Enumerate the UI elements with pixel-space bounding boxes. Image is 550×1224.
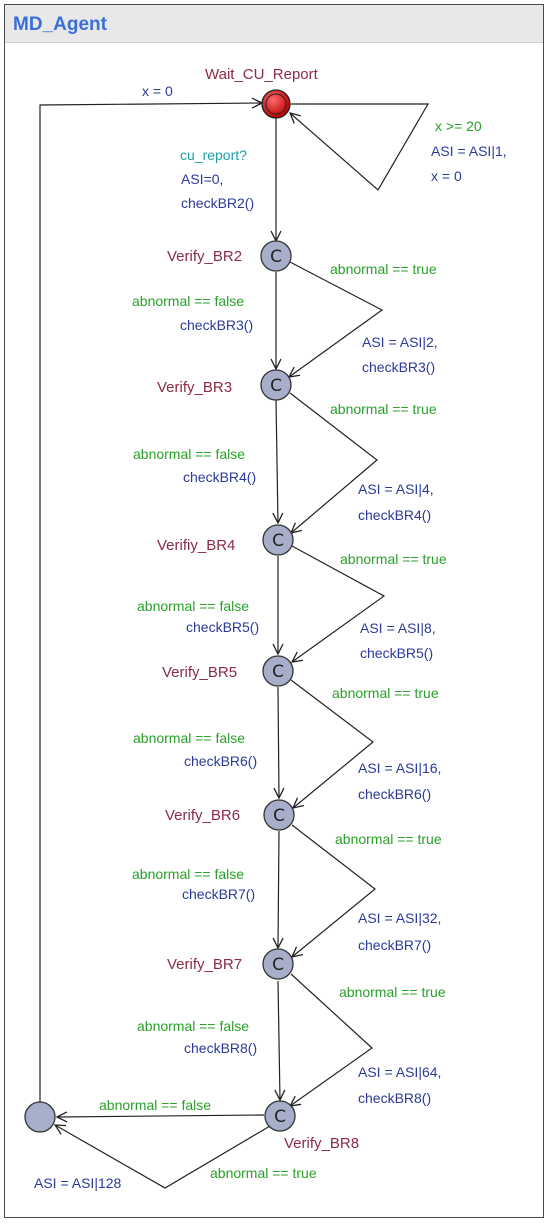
location-node-br6: C: [263, 799, 295, 831]
br6-false-call: checkBR7(): [182, 886, 255, 902]
br6-false-guard: abnormal == false: [132, 866, 244, 882]
edge-br8-final-true: [55, 1125, 271, 1189]
br2-true-assign: ASI = ASI|2,: [362, 334, 438, 350]
br4-true-guard: abnormal == true: [340, 551, 447, 567]
br3-true-guard: abnormal == true: [330, 401, 437, 417]
edge-timeout-loop: [290, 103, 430, 191]
edge-br5-br6-true: [290, 679, 374, 808]
br6-true-guard: abnormal == true: [335, 831, 442, 847]
template-frame: MD_Agent: [4, 4, 544, 1218]
br7-false-call: checkBR8(): [184, 1040, 257, 1056]
location-label-verify-br2: Verify_BR2: [167, 248, 242, 265]
br7-true-call: checkBR8(): [358, 1090, 431, 1106]
br7-true-assign: ASI = ASI|64,: [358, 1064, 441, 1080]
location-label-verify-br3: Verify_BR3: [157, 379, 232, 396]
br5-true-call: checkBR6(): [358, 786, 431, 802]
br2-true-guard: abnormal == true: [330, 261, 437, 277]
committed-mark: C: [272, 662, 284, 682]
br5-true-guard: abnormal == true: [332, 685, 439, 701]
loop-assign-label-2: x = 0: [431, 168, 462, 184]
location-node-br7: C: [262, 948, 294, 980]
location-label-verify-br6: Verify_BR6: [165, 807, 240, 824]
br5-false-call: checkBR6(): [184, 753, 257, 769]
location-node-br3: C: [260, 369, 292, 401]
location-node-br8: C: [264, 1100, 296, 1132]
edge-br7-br8-false: [278, 980, 280, 1100]
location-node-br2: C: [260, 240, 292, 272]
edge-br3-br4-false: [276, 399, 278, 523]
edge-br6-br7-false: [278, 830, 279, 948]
template-title: MD_Agent: [13, 14, 107, 35]
br8-false-guard: abnormal == false: [99, 1097, 211, 1113]
location-label-wait-cu-report: Wait_CU_Report: [205, 66, 319, 83]
br2-true-call: checkBR3(): [362, 359, 435, 375]
edge-br8-final-false: [57, 1115, 265, 1117]
br6-true-assign: ASI = ASI|32,: [358, 910, 441, 926]
br2-false-guard: abnormal == false: [132, 293, 244, 309]
location-node-br4: C: [262, 524, 294, 556]
edge-br5-br6-false: [278, 686, 279, 798]
initial-location-node: [261, 89, 291, 119]
edge-br2-br3-true: [289, 261, 384, 377]
init-sync-label: cu_report?: [180, 147, 247, 163]
br4-false-guard: abnormal == false: [137, 598, 249, 614]
edge-return: [39, 103, 262, 1103]
edge-br3-br4-true: [289, 392, 378, 533]
loop-assign-label-1: ASI = ASI|1,: [431, 143, 507, 159]
br5-false-guard: abnormal == false: [133, 730, 245, 746]
br4-true-assign: ASI = ASI|8,: [360, 620, 436, 636]
committed-mark: C: [273, 806, 285, 826]
loop-guard-label: x >= 20: [435, 118, 482, 134]
br6-true-call: checkBR7(): [358, 937, 431, 953]
location-label-verify-br4: Verifiy_BR4: [157, 537, 235, 554]
location-label-verify-br7: Verify_BR7: [167, 956, 242, 973]
init-call-label: checkBR2(): [181, 195, 254, 211]
location-label-verify-br5: Verify_BR5: [162, 664, 237, 681]
br8-true-assign: ASI = ASI|128: [34, 1175, 122, 1191]
br3-false-guard: abnormal == false: [133, 446, 245, 462]
br7-true-guard: abnormal == true: [339, 984, 446, 1000]
br4-false-call: checkBR5(): [186, 619, 259, 635]
final-location-node: [24, 1101, 56, 1133]
location-node-br5: C: [262, 655, 294, 687]
br2-false-call: checkBR3(): [180, 317, 253, 333]
init-assign-label: ASI=0,: [181, 171, 223, 187]
br4-true-call: checkBR5(): [360, 645, 433, 661]
committed-mark: C: [270, 247, 282, 267]
br7-false-guard: abnormal == false: [137, 1018, 249, 1034]
committed-mark: C: [272, 531, 284, 551]
committed-mark: C: [272, 955, 284, 975]
br8-true-guard: abnormal == true: [210, 1165, 317, 1181]
edge-br7-br8-true: [290, 973, 373, 1106]
br3-true-call: checkBR4(): [358, 507, 431, 523]
committed-mark: C: [274, 1107, 286, 1127]
br5-true-assign: ASI = ASI|16,: [358, 760, 441, 776]
location-label-verify-br8: Verify_BR8: [284, 1135, 359, 1152]
edge-br4-br5-true: [292, 545, 386, 662]
committed-mark: C: [270, 376, 282, 396]
edge-br6-br7-true: [292, 824, 376, 957]
br3-true-assign: ASI = ASI|4,: [358, 481, 434, 497]
title-bar: MD_Agent: [5, 5, 543, 43]
br3-false-call: checkBR4(): [183, 469, 256, 485]
return-reset-label: x = 0: [142, 83, 173, 99]
